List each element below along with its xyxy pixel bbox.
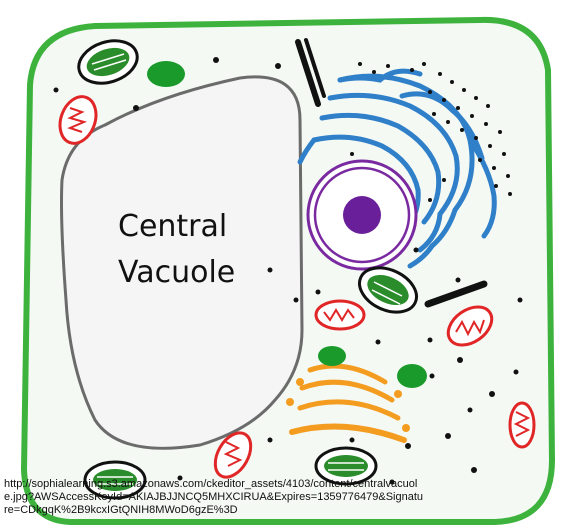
vacuole-label-line1: Central: [118, 209, 227, 244]
mitochondrion-lower-left: [213, 431, 253, 479]
golgi-apparatus: [286, 363, 410, 443]
chloroplast-top-left: [77, 39, 139, 85]
central-vacuole: [60, 75, 304, 450]
vesicle-golgi-right: [397, 364, 427, 388]
mitochondrion-lower-right: [508, 401, 536, 449]
vesicle-top: [147, 61, 185, 87]
vesicle-golgi-left: [318, 346, 346, 366]
mitochondrion-right: [446, 305, 494, 347]
nucleolus: [343, 196, 381, 234]
centrioles: [295, 38, 488, 308]
chloroplast-middle: [358, 266, 418, 314]
chloroplast-bottom-left: [83, 460, 147, 500]
vacuole-label-line2: Vacuole: [118, 255, 235, 290]
chloroplast-bottom-center: [314, 446, 378, 486]
mitochondrion-left: [58, 95, 98, 145]
ribosomes: [53, 57, 523, 485]
image-source-url: http://sophialearning.s3.amazonaws.com/c…: [4, 478, 424, 516]
endoplasmic-reticulum: [297, 68, 497, 269]
mitochondrion-center: [314, 299, 366, 331]
